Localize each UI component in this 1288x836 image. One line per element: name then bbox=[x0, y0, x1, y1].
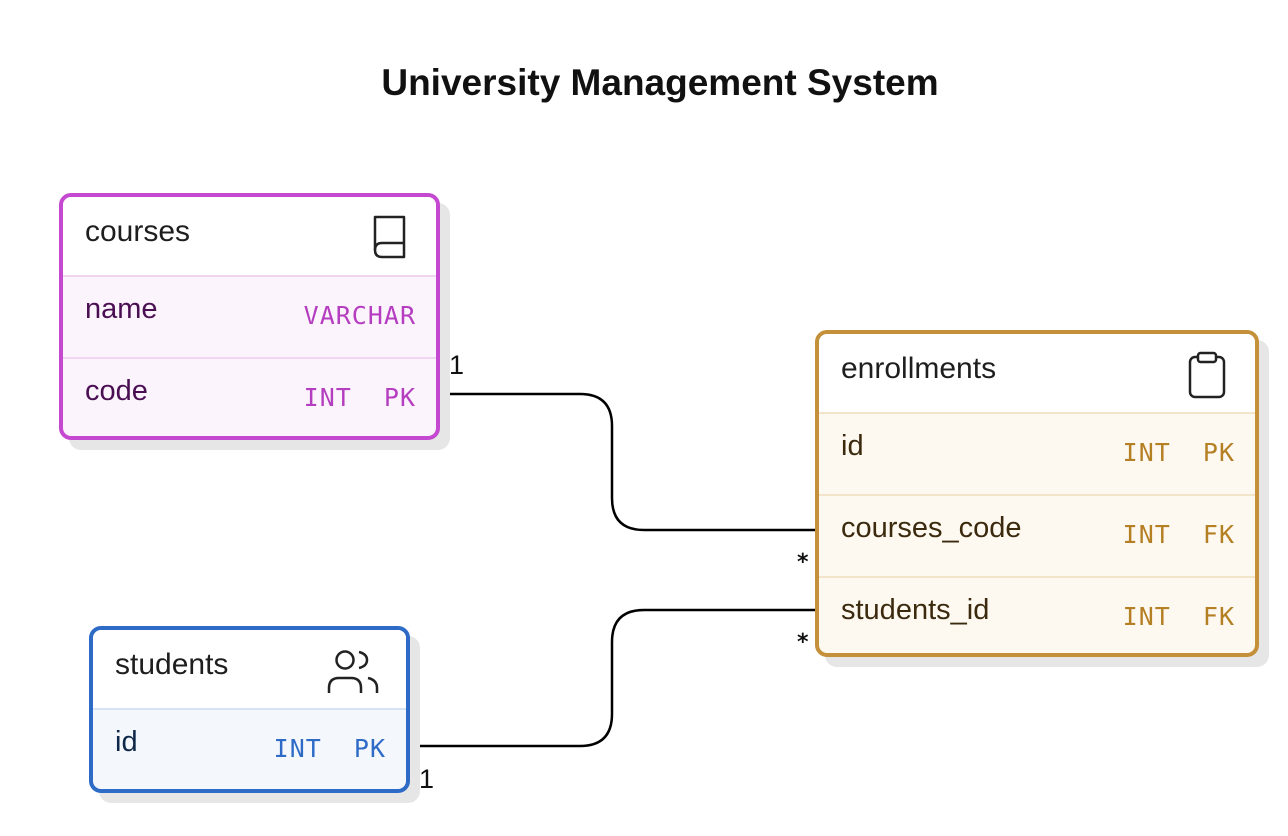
field-row[interactable]: students_id INT FK bbox=[819, 576, 1255, 653]
field-row[interactable]: code INT PK bbox=[63, 357, 436, 436]
cardinality-courses: 1 bbox=[449, 350, 465, 380]
entity-name: enrollments bbox=[841, 352, 997, 385]
entity-header: enrollments bbox=[819, 334, 1255, 412]
field-row[interactable]: id INT PK bbox=[819, 412, 1255, 494]
field-row[interactable]: id INT PK bbox=[93, 708, 406, 789]
users-icon bbox=[326, 648, 380, 701]
field-name: name bbox=[85, 293, 158, 325]
field-name: code bbox=[85, 375, 148, 407]
field-name: students_id bbox=[841, 594, 990, 626]
field-name: id bbox=[115, 726, 138, 758]
cardinality-students: 1 bbox=[419, 764, 435, 794]
diagram-title: University Management System bbox=[381, 62, 939, 103]
entity-name: students bbox=[115, 648, 229, 681]
relation-students-enrollments bbox=[398, 608, 826, 748]
entity-students[interactable]: students id INT PK bbox=[89, 626, 410, 793]
book-icon bbox=[370, 213, 410, 266]
field-type: INT PK bbox=[273, 734, 386, 763]
field-row[interactable]: name VARCHAR bbox=[63, 275, 436, 357]
field-type: INT FK bbox=[1122, 602, 1235, 631]
field-type: INT PK bbox=[1122, 438, 1235, 467]
field-type: VARCHAR bbox=[303, 301, 416, 330]
entity-courses[interactable]: courses name VARCHAR code INT PK bbox=[59, 193, 440, 440]
cardinality-enrollments-courses: * bbox=[797, 550, 809, 575]
field-name: id bbox=[841, 430, 864, 462]
entity-header: courses bbox=[63, 197, 436, 275]
entity-enrollments[interactable]: enrollments id INT PK courses_code INT F… bbox=[815, 330, 1259, 657]
field-row[interactable]: courses_code INT FK bbox=[819, 494, 1255, 576]
field-type: INT PK bbox=[303, 383, 416, 412]
entity-name: courses bbox=[85, 215, 191, 248]
relation-courses-enrollments bbox=[428, 392, 826, 532]
entity-header: students bbox=[93, 630, 406, 708]
cardinality-enrollments-students: * bbox=[797, 630, 809, 655]
field-name: courses_code bbox=[841, 512, 1022, 544]
field-type: INT FK bbox=[1122, 520, 1235, 549]
clipboard-icon bbox=[1185, 350, 1229, 405]
